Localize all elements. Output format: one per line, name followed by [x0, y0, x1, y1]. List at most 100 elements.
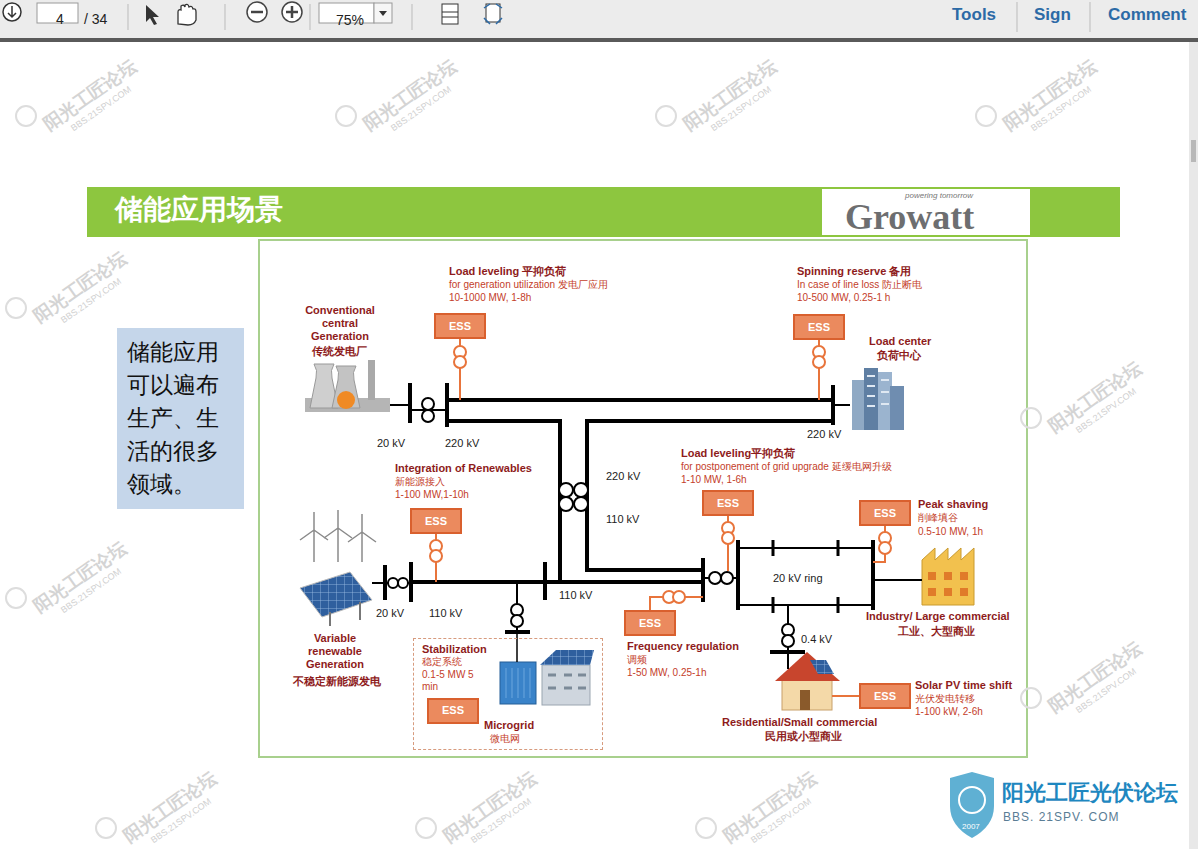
site-name: 民用或小型商业	[765, 730, 842, 743]
ess-box: ESS	[410, 508, 462, 534]
microgrid-text: Microgrid	[484, 719, 534, 732]
toolbar-button: Tools	[952, 5, 996, 25]
watermark-shield	[6, 588, 26, 608]
site-name: 负荷中心	[877, 349, 921, 362]
wind-turbines	[300, 510, 376, 562]
ess-label: ESS	[425, 515, 447, 527]
voltage-label: 110 kV	[558, 589, 593, 602]
site-name: Variable renewable Generation	[290, 632, 380, 672]
voltage-label: 220 kV	[605, 470, 641, 483]
application-note: 削峰填谷	[918, 512, 958, 524]
ess-label: ESS	[717, 497, 739, 509]
forum-year: 2007	[962, 822, 980, 832]
microgrid-box: Stabilization稳定系统0.1-5 MW 5 minMicrogrid…	[413, 638, 603, 750]
ess-label: ESS	[442, 704, 464, 717]
forum-logo	[950, 772, 994, 838]
application-note: 光伏发电转移	[915, 693, 975, 705]
ess-box: ESS	[702, 490, 754, 516]
page-count: / 34	[84, 11, 107, 28]
watermark-shield	[16, 106, 36, 126]
slide-title: 储能应用场景	[115, 193, 283, 227]
ess-feeders	[430, 339, 891, 696]
watermark-shield	[976, 106, 996, 126]
application-title: Load leveling平抑负荷	[681, 447, 795, 460]
application-title: Spinning reserve 备用	[797, 265, 911, 278]
scroll-thumb	[1191, 140, 1196, 162]
microgrid-text: 0.1-5 MW 5 min	[422, 669, 482, 693]
application-note: for generation utilization 发电厂应用	[449, 279, 608, 291]
watermark-shield	[336, 106, 356, 126]
load-center-buildings	[852, 368, 904, 430]
voltage-label: 0.4 kV	[800, 633, 833, 646]
ess-box: ESS	[427, 698, 479, 724]
solar-panel	[300, 572, 372, 626]
application-rating: 10-1000 MW, 1-8h	[449, 292, 531, 304]
watermark-shields	[6, 106, 1041, 838]
application-title: Solar PV time shift	[915, 679, 1012, 692]
watermark-shield	[696, 818, 716, 838]
microgrid-text: 稳定系统	[422, 656, 462, 668]
ess-label: ESS	[449, 320, 471, 332]
logo-text: Growatt	[845, 199, 974, 235]
application-rating: 10-500 MW, 0.25-1 h	[797, 292, 890, 304]
site-name: 传统发电厂	[312, 345, 367, 358]
watermark-shield	[1021, 688, 1041, 708]
application-rating: 1-100 kW, 2-6h	[915, 706, 983, 718]
ess-label: ESS	[874, 507, 896, 519]
application-title: Frequency regulation	[627, 640, 739, 653]
application-note: In case of line loss 防止断电	[797, 279, 922, 291]
watermark-shield	[1021, 408, 1041, 428]
site-name: Conventional central Generation	[295, 304, 385, 344]
watermark-shield	[96, 818, 116, 838]
toolbar-button: Sign	[1034, 5, 1071, 25]
voltage-label: 220 kV	[444, 437, 480, 450]
voltage-label: 20 kV	[376, 437, 406, 450]
ess-box: ESS	[859, 683, 911, 709]
page-number: 4	[56, 11, 64, 28]
watermark-shield	[6, 298, 26, 318]
zoom-value: 75%	[336, 12, 364, 29]
application-note: for postponement of grid upgrade 延缓电网升级	[681, 461, 892, 473]
application-rating: 1-100 MW,1-10h	[395, 489, 469, 501]
grid-buses	[372, 383, 922, 669]
factory	[922, 548, 974, 605]
microgrid-text: 微电网	[490, 733, 520, 745]
site-name: 工业、大型商业	[898, 625, 975, 638]
site-name: Industry/ Large commercial	[866, 610, 1010, 623]
application-rating: 0.5-10 MW, 1h	[918, 526, 983, 538]
logo-ground	[822, 189, 1030, 235]
site-name: Residential/Small commercial	[722, 716, 877, 729]
voltage-label: 20 kV	[375, 607, 405, 620]
ess-box: ESS	[624, 610, 676, 636]
watermark-shield	[416, 818, 436, 838]
ess-box: ESS	[859, 500, 911, 526]
application-note: 新能源接入	[395, 476, 445, 488]
microgrid-illustration	[500, 650, 594, 705]
power-plant	[305, 360, 390, 412]
application-title: Integration of Renewables	[395, 462, 532, 475]
note-box: 储能应用可以遍布生产、生活的很多领域。	[117, 328, 244, 509]
forum-url: BBS. 21SPV. COM	[1003, 810, 1120, 824]
ess-label: ESS	[639, 617, 661, 629]
scrollbar	[1189, 42, 1198, 849]
note-text: 储能应用可以遍布生产、生活的很多领域。	[127, 336, 234, 501]
ess-label: ESS	[874, 690, 896, 702]
application-title: Load leveling 平抑负荷	[449, 265, 566, 278]
application-title: Peak shaving	[918, 498, 988, 511]
application-note: 调频	[627, 654, 647, 666]
voltage-label: 110 kV	[428, 607, 463, 620]
toolbar-button: Comment	[1108, 5, 1186, 25]
ess-box: ESS	[793, 314, 845, 340]
site-name: Load center	[869, 335, 931, 348]
ess-box: ESS	[434, 313, 486, 339]
diagram-frame	[259, 240, 1027, 757]
application-rating: 1-50 MW, 0.25-1h	[627, 667, 706, 679]
application-rating: 1-10 MW, 1-6h	[681, 474, 747, 486]
title-band	[87, 187, 1120, 237]
pdf-toolbar	[0, 0, 1198, 42]
voltage-label: 220 kV	[806, 428, 842, 441]
ess-label: ESS	[808, 321, 830, 333]
watermark-shield	[656, 106, 676, 126]
microgrid-text: Stabilization	[422, 643, 487, 656]
voltage-label: 110 kV	[605, 513, 640, 526]
